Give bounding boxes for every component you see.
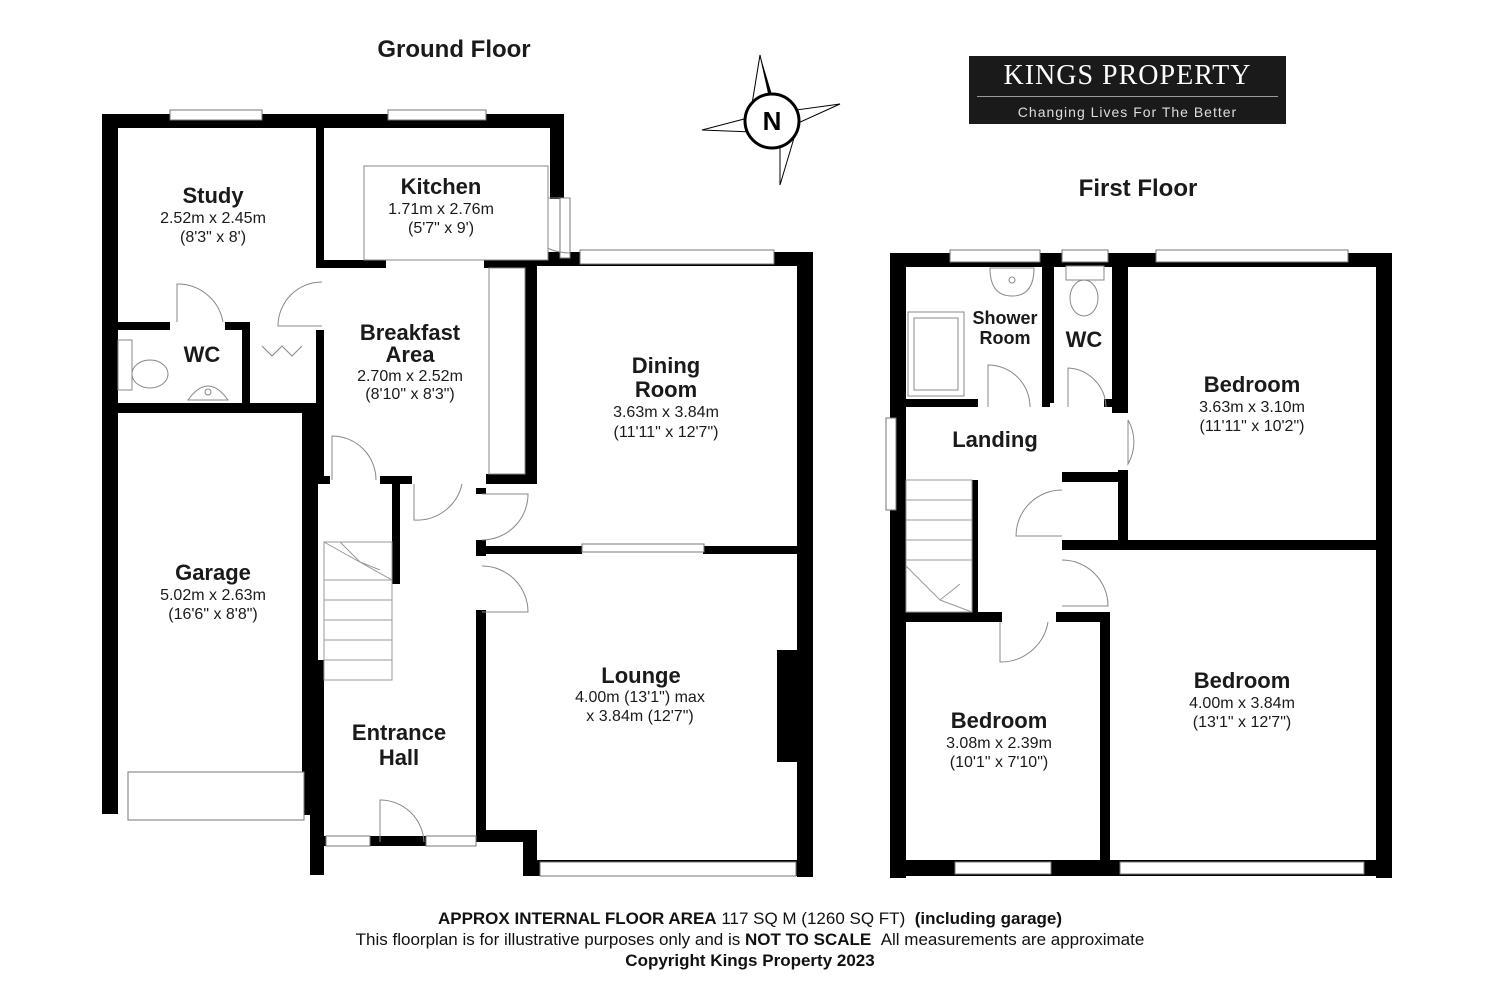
first-floor-title: First Floor (1079, 175, 1198, 202)
first-floor-labels: Shower Room WC Landing Bedroom 3.63m x 3… (946, 308, 1305, 771)
ground-floor-title: Ground Floor (377, 36, 530, 63)
study-metric: 2.52m x 2.45m (160, 210, 266, 227)
kitchen-imperial: (5'7" x 9') (408, 220, 474, 237)
bedroom-small-imperial: (10'1" x 7'10") (950, 754, 1048, 771)
garage-name: Garage (175, 560, 251, 585)
ground-floor-stairs (323, 541, 393, 681)
lounge-line2: x 3.84m (12'7") (586, 708, 693, 725)
disclaimer-post: All measurements are approximate (880, 930, 1145, 949)
garage-metric: 5.02m x 2.63m (160, 587, 266, 604)
ground-floor-windows (127, 109, 797, 877)
breakfast-name-line1: Breakfast (360, 320, 461, 345)
area-note: (including garage) (914, 909, 1063, 928)
logo-tagline: Changing Lives For The Better (1017, 104, 1238, 120)
area-label: APPROX INTERNAL FLOOR AREA (437, 909, 717, 928)
landing-name: Landing (952, 427, 1038, 452)
logo-brand: KINGS PROPERTY (1003, 60, 1252, 91)
ground-wc-fixtures (117, 339, 229, 401)
bedroom-front-imperial: (13'1" x 12'7") (1193, 714, 1291, 731)
study-imperial: (8'3" x 8') (180, 229, 246, 246)
lounge-line1: 4.00m (13'1") max (575, 689, 705, 706)
area-value: 117 SQ M (1260 SQ FT) (721, 909, 906, 928)
kings-property-logo: KINGS PROPERTY Changing Lives For The Be… (969, 56, 1286, 124)
logo-divider (977, 96, 1278, 97)
copyright: Copyright Kings Property 2023 (625, 951, 875, 970)
kitchen-metric: 1.71m x 2.76m (388, 201, 494, 218)
first-floor-fixtures (907, 265, 1105, 397)
dining-name-line2: Room (635, 377, 697, 402)
first-wc-name: WC (1066, 327, 1103, 352)
bedroom-rear-name: Bedroom (1204, 372, 1301, 397)
garage-imperial: (16'6" x 8'8") (168, 606, 258, 623)
ground-wc-name: WC (184, 342, 221, 367)
bedroom-front-metric: 4.00m x 3.84m (1189, 695, 1295, 712)
breakfast-name-line2: Area (386, 342, 436, 367)
bedroom-small-metric: 3.08m x 2.39m (946, 735, 1052, 752)
shower-name-line1: Shower (972, 308, 1037, 328)
entrance-name-line2: Hall (379, 745, 419, 770)
breakfast-imperial: (8'10" x 8'3") (365, 386, 455, 403)
compass-rose-icon: N (701, 54, 841, 186)
compass-label: N (763, 106, 782, 136)
ground-floor-doors (176, 165, 571, 843)
shower-name-line2: Room (980, 328, 1031, 348)
ground-floor-labels: Study 2.52m x 2.45m (8'3" x 8') Kitchen … (160, 174, 719, 770)
dining-imperial: (11'11" x 12'7") (614, 424, 719, 441)
disclaimer-line: This floorplan is for illustrative purpo… (0, 929, 1500, 950)
disclaimer-bold: NOT TO SCALE (744, 930, 872, 949)
bedroom-small-name: Bedroom (951, 708, 1048, 733)
dining-name-line1: Dining (632, 353, 700, 378)
bedroom-rear-imperial: (11'11" x 10'2") (1200, 418, 1305, 435)
bedroom-rear-metric: 3.63m x 3.10m (1199, 399, 1305, 416)
dining-metric: 3.63m x 3.84m (613, 404, 719, 421)
floor-area-line: APPROX INTERNAL FLOOR AREA 117 SQ M (126… (0, 908, 1500, 929)
first-floor-stairs (905, 479, 973, 613)
lounge-name: Lounge (601, 663, 680, 688)
copyright-line: Copyright Kings Property 2023 (0, 950, 1500, 971)
breakfast-metric: 2.70m x 2.52m (357, 368, 463, 385)
study-name: Study (182, 183, 244, 208)
disclaimer-pre: This floorplan is for illustrative purpo… (355, 930, 741, 949)
first-floor-doors (987, 364, 1135, 663)
bedroom-front-name: Bedroom (1194, 668, 1291, 693)
entrance-name-line1: Entrance (352, 720, 446, 745)
kitchen-name: Kitchen (401, 174, 482, 199)
first-floor-walls (890, 253, 1392, 878)
first-floor-windows (885, 249, 1365, 875)
